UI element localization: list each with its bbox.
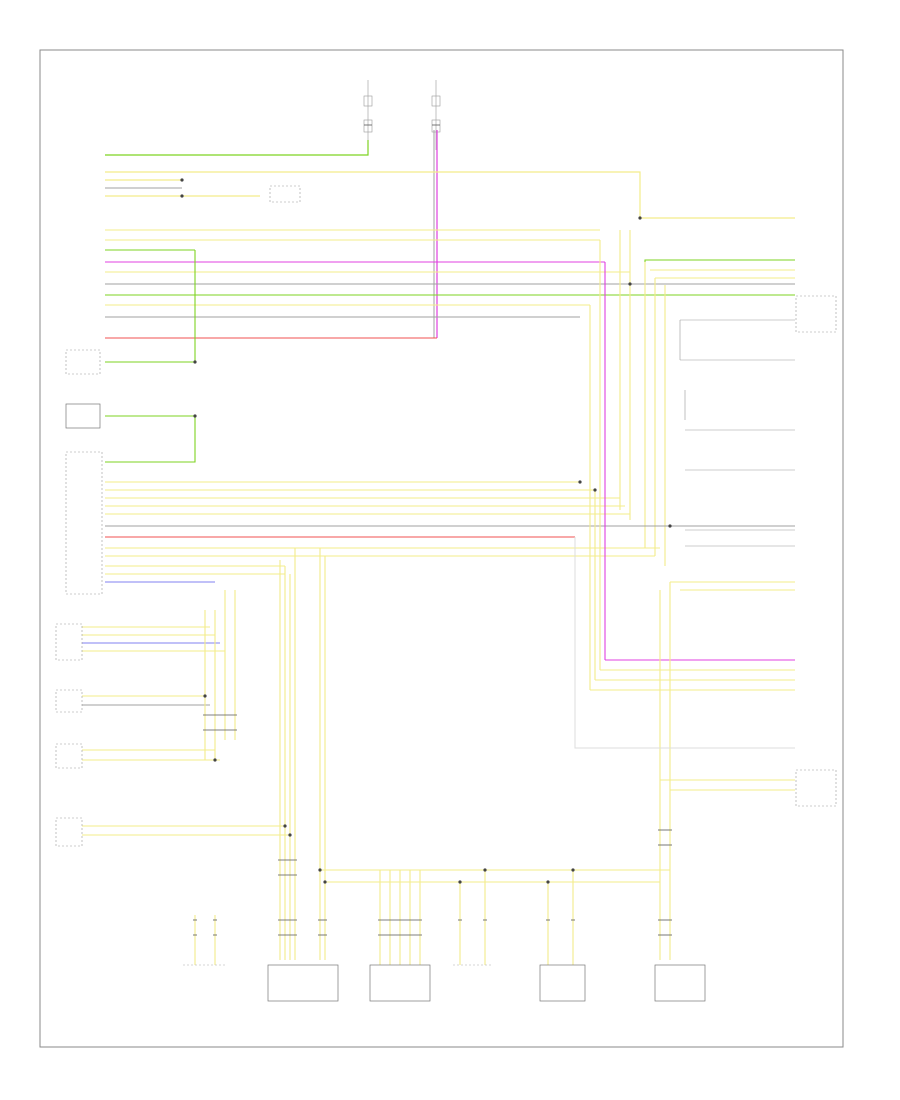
- wire-grey-return: [574, 537, 795, 749]
- right-module-wires: [619, 230, 795, 566]
- wire-green-top: [105, 140, 369, 156]
- front-module-wires: [105, 229, 795, 363]
- lower-left-boxes: [55, 623, 83, 847]
- diagram-frame: [39, 49, 844, 1048]
- main-bundle-vertical: [279, 547, 660, 960]
- wire-green-headlamp: [105, 415, 196, 463]
- connector-box-top: [269, 185, 301, 203]
- bottom-modules: [267, 964, 706, 1002]
- connector-ticks: [193, 124, 672, 936]
- bottom-drops: [194, 870, 574, 965]
- bottom-bus: [320, 869, 670, 883]
- right-modules: [679, 295, 837, 807]
- instrument-cluster-box: [65, 451, 103, 595]
- cluster-wires: [105, 481, 795, 583]
- right-headlamp-box: [65, 403, 101, 429]
- right-lower-wires: [589, 240, 795, 960]
- top-fuse-group: [363, 80, 441, 150]
- lower-left-wires: [82, 590, 290, 836]
- top-yellow-wires: [105, 171, 795, 219]
- left-headlamp-box: [65, 349, 101, 375]
- splice-dots: [180, 178, 672, 884]
